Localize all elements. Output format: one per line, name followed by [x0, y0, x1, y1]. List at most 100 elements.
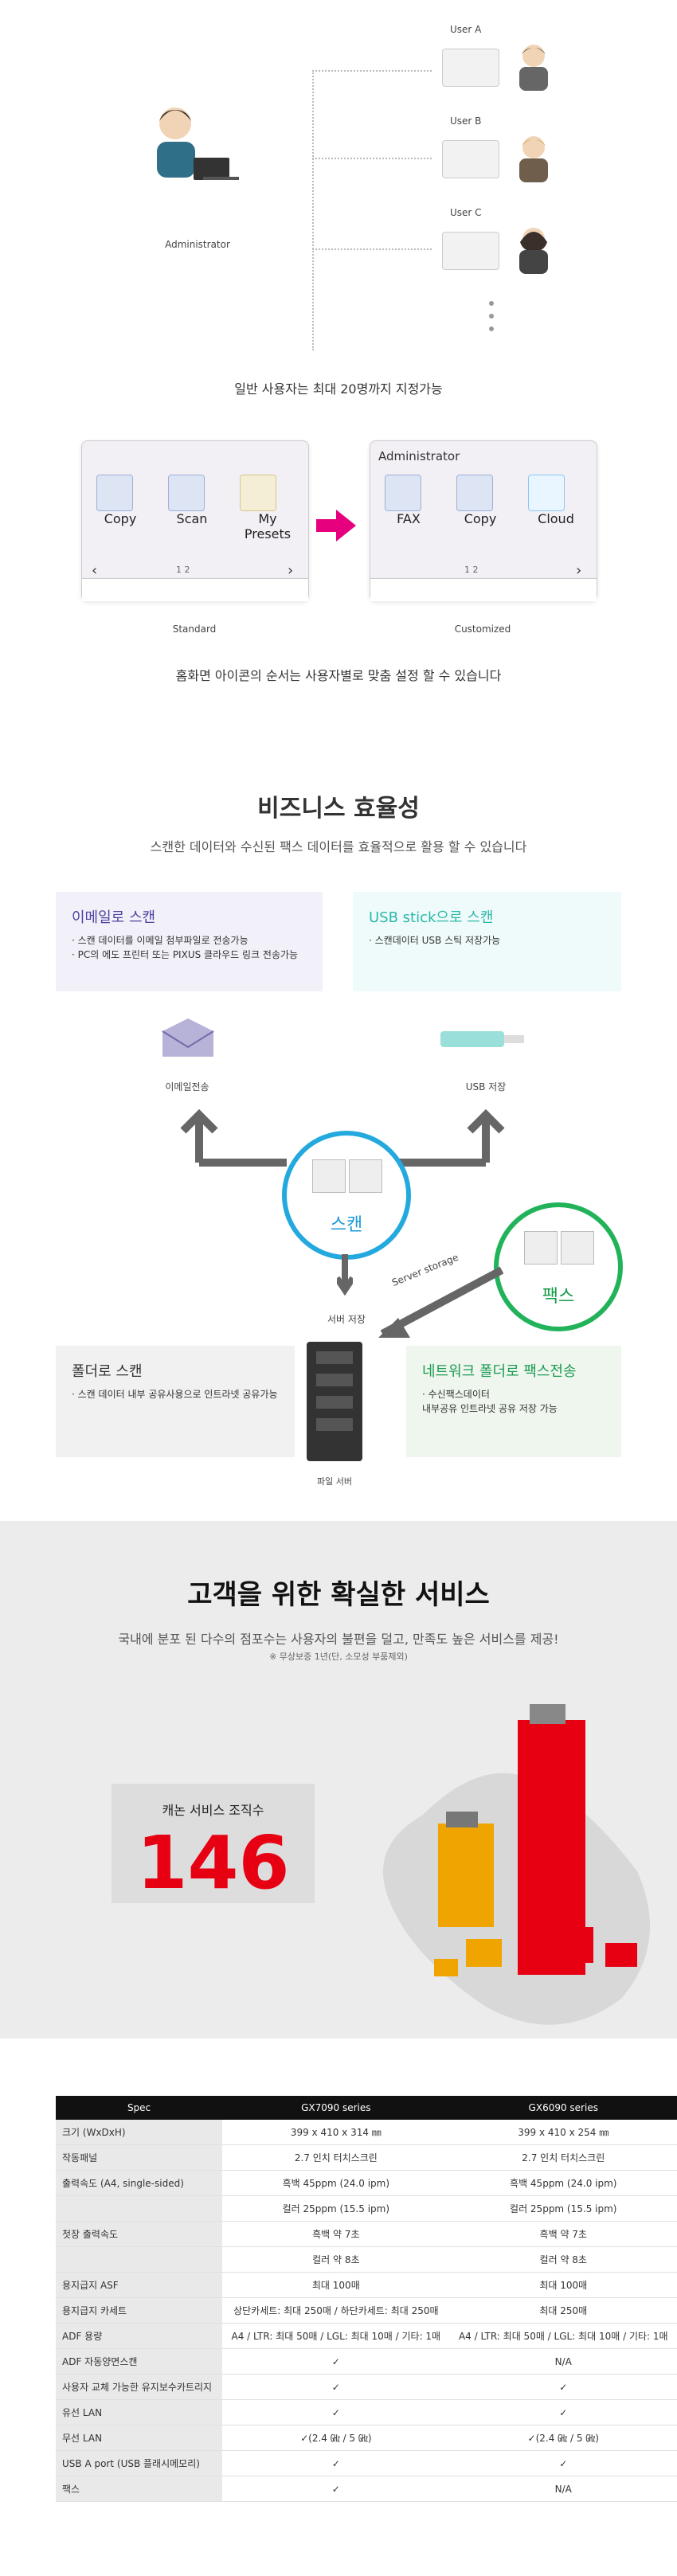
service-count: 146 [136, 1820, 290, 1906]
service-desc: 국내에 분포 된 다수의 점포수는 사용자의 불편을 덜고, 만족도 높은 서비… [118, 1632, 559, 1647]
spec-table: Spec GX7090 series GX6090 series 크기 (WxD… [56, 2096, 677, 2502]
panel-customized-bar [370, 578, 597, 601]
flow-arrows [180, 1108, 505, 1167]
user-c-label: User C [450, 207, 482, 218]
spec-row-label: 작동패널 [56, 2144, 223, 2171]
folder-bullet: · 스캔 데이터 내부 공유사용으로 인트라넷 공유가능 [72, 1389, 278, 1400]
standard-caption: Standard [172, 623, 217, 635]
pdf-icon [524, 1231, 558, 1265]
pdf-icon [312, 1159, 346, 1193]
usb-icon [440, 1027, 528, 1051]
spec-row-value: 399 x 410 x 254 ㎜ [449, 2120, 677, 2145]
spec-row-label: 첫장 출력속도 [56, 2221, 223, 2247]
page-indicator: 1 2 [464, 565, 479, 575]
spec-row-value: 컬러 25ppm (15.5 ipm) [222, 2195, 450, 2222]
spec-row-value: A4 / LTR: 최대 50매 / LGL: 최대 10매 / 기타: 1매 [222, 2323, 450, 2349]
scan-label: 스캔 [330, 1215, 363, 1235]
email-bullets: · 스캔 데이터를 이메일 첨부파일로 전송가능 · PC의 에도 프린터 또는… [56, 927, 323, 968]
spec-row-value: 최대 100매 [222, 2272, 450, 2298]
spec-row-value: 컬러 약 8초 [222, 2246, 450, 2273]
spec-row-label: 크기 (WxDxH) [56, 2120, 223, 2145]
admin-label: Administrator [165, 239, 230, 250]
fax-label: FAX [397, 511, 421, 526]
top-note: 일반 사용자는 최대 20명까지 지정가능 [234, 381, 443, 397]
spec-row-label: 팩스 [56, 2476, 223, 2502]
spec-row-value: 최대 100매 [449, 2272, 677, 2298]
service-map-illustration [383, 1704, 650, 2025]
fax-label: 팩스 [542, 1287, 575, 1307]
spec-row-value: 2.7 인치 터치스크린 [222, 2144, 450, 2171]
server-save-label: 서버 저장 [327, 1314, 366, 1325]
fax-circle: 팩스 [494, 1202, 623, 1331]
vertical-dotted-line [312, 70, 314, 350]
service-note: ※ 무상보증 1년(단, 소모성 부품제외) [269, 1652, 408, 1662]
user-a-label: User A [450, 24, 482, 35]
server-arrow [378, 1266, 504, 1338]
copy-icon [456, 475, 493, 511]
printer-icon [442, 140, 499, 178]
network-box: 네트워크 폴더로 팩스전송 · 수신팩스데이터 내부공유 인트라넷 공유 저장 … [406, 1346, 621, 1457]
admin-illustration [147, 96, 243, 199]
spec-row-value: 컬러 약 8초 [449, 2246, 677, 2273]
home-note: 홈화면 아이콘의 순서는 사용자별로 맞춤 설정 할 수 있습니다 [175, 668, 502, 683]
panel-arrow-icon [316, 510, 356, 541]
network-title: 네트워크 폴더로 팩스전송 [422, 1363, 577, 1380]
hdots-b [312, 158, 432, 159]
scan-circle: 스캔 [282, 1131, 411, 1260]
left-arrow[interactable]: ‹ [92, 562, 98, 579]
printer-icon [442, 232, 499, 270]
user-a-icon [519, 45, 548, 91]
usb-box: USB stick으로 스캔 · 스캔데이터 USB 스틱 저장가능 [353, 892, 621, 991]
spec-row-value: ✓ [222, 2374, 450, 2400]
spec-row-value: ✓(2.4 ㎓ / 5 ㎓) [222, 2425, 450, 2451]
copy-label: Copy [104, 511, 137, 526]
customized-caption: Customized [454, 623, 511, 635]
panel-title: Administrator [378, 449, 460, 463]
file-server-label: 파일 서버 [317, 1476, 352, 1487]
presets-icon [240, 475, 276, 511]
spec-row-label: USB A port (USB 플래시메모리) [56, 2450, 223, 2476]
scan-icon [168, 475, 205, 511]
spec-row-label: ADF 용량 [56, 2323, 223, 2349]
spec-row-label [56, 2195, 223, 2222]
spec-header-2: GX6090 series [449, 2096, 677, 2120]
hdots-c [312, 248, 432, 250]
spec-row-label: 출력속도 (A4, single-sided) [56, 2170, 223, 2196]
spec-row-label: 용지급지 카세트 [56, 2297, 223, 2324]
spec-row-value: 컬러 25ppm (15.5 ipm) [449, 2195, 677, 2222]
right-arrow[interactable]: › [576, 562, 582, 579]
service-title: 고객을 위한 확실한 서비스 [187, 1579, 490, 1611]
spec-header-0: Spec [56, 2096, 223, 2120]
user-b-icon [519, 136, 548, 182]
spec-row-value: 상단카세트: 최대 250매 / 하단카세트: 최대 250매 [222, 2297, 450, 2324]
email-icon [159, 1015, 217, 1059]
business-title: 비즈니스 효율성 [257, 795, 420, 823]
spec-row-value: N/A [449, 2348, 677, 2375]
spec-row-label [56, 2246, 223, 2273]
spec-row-value: ✓ [449, 2374, 677, 2400]
spec-row-label: 사용자 교체 가능한 유지보수카트리지 [56, 2374, 223, 2400]
more-users-dots [489, 301, 494, 349]
email-box: 이메일로 스캔 · 스캔 데이터를 이메일 첨부파일로 전송가능 · PC의 에… [56, 892, 323, 991]
user-b-label: User B [450, 115, 482, 127]
network-bullets: · 수신팩스데이터 내부공유 인트라넷 공유 저장 가능 [406, 1381, 621, 1422]
fax-icon [385, 475, 421, 511]
spec-row-label: ADF 자동양면스캔 [56, 2348, 223, 2375]
spec-row-value: N/A [449, 2476, 677, 2502]
down-arrow [337, 1254, 353, 1296]
business-subtitle: 스캔한 데이터와 수신된 팩스 데이터를 효율적으로 활용 할 수 있습니다 [150, 839, 527, 854]
presets-label: My Presets [244, 511, 292, 541]
spec-row-value: 2.7 인치 터치스크린 [449, 2144, 677, 2171]
printer-icon [442, 49, 499, 87]
network-bullet-2: 내부공유 인트라넷 공유 저장 가능 [422, 1403, 558, 1414]
spec-row-value: ✓ [222, 2399, 450, 2426]
panel-customized: Administrator FAX Copy Cloud › 1 2 [370, 440, 597, 601]
usb-title: USB stick으로 스캔 [369, 909, 494, 926]
copy-label: Copy [464, 511, 497, 526]
right-arrow[interactable]: › [288, 562, 294, 579]
copy-icon [96, 475, 133, 511]
user-a-card: User A [442, 24, 562, 96]
email-label: 이메일전송 [165, 1081, 209, 1093]
spec-row-value: 흑백 약 7초 [449, 2221, 677, 2247]
panel-standard-bar [82, 578, 308, 601]
